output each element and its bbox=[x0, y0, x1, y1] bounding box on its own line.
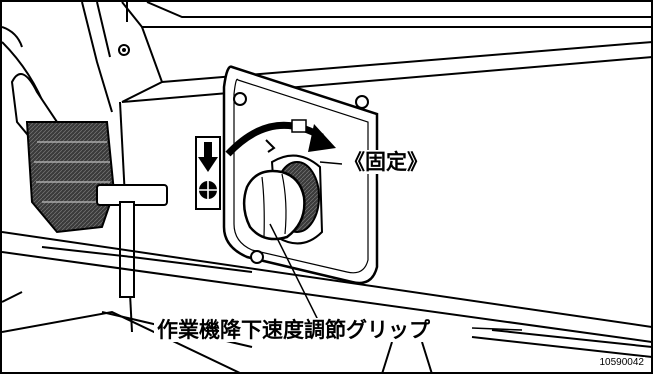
lowering-speed-grip-label: 作業機降下速度調節グリップ bbox=[154, 318, 433, 342]
lowering-speed-symbol-icon bbox=[198, 180, 218, 200]
rotation-arrow-icon bbox=[225, 121, 336, 157]
lock-symbol-icon bbox=[265, 119, 307, 153]
leader-lines bbox=[269, 161, 523, 331]
speed-adjust-knob bbox=[242, 169, 306, 241]
body-bolt bbox=[118, 44, 130, 56]
t-handle bbox=[96, 184, 168, 298]
floor-rails bbox=[2, 231, 651, 372]
down-arrow-icon bbox=[198, 142, 218, 172]
joystick-boot bbox=[10, 73, 116, 234]
fixed-position-label: 《固定》 bbox=[342, 150, 430, 174]
speed-decal bbox=[195, 136, 221, 210]
figure-number: 10590042 bbox=[598, 357, 645, 369]
plate-bolts bbox=[233, 92, 369, 264]
